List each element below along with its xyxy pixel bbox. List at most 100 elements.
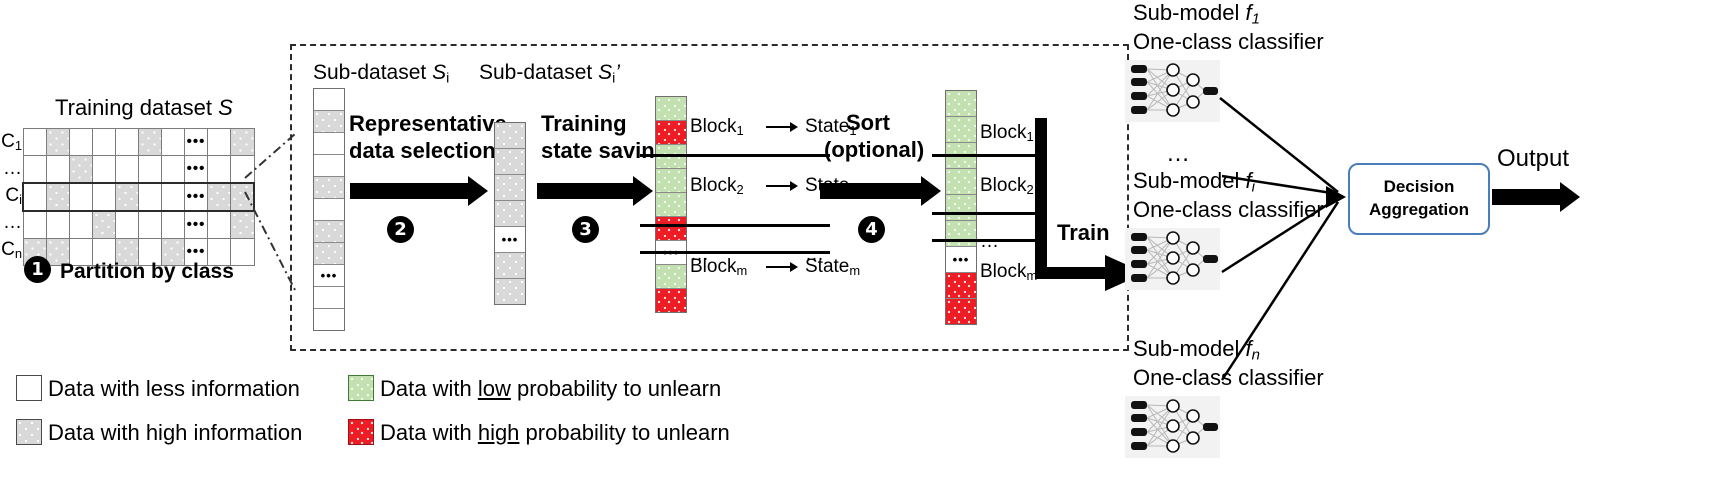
- dataset-grid-cell: [207, 155, 231, 184]
- vector-cell-green: [656, 145, 686, 169]
- vector-cell-grey: [495, 149, 525, 175]
- dataset-grid-row-label: Cn: [0, 239, 22, 261]
- vector-cell-green: [656, 169, 686, 193]
- submodel-title: Sub-model f1: [1133, 2, 1260, 28]
- dataset-grid-cell: [230, 238, 255, 266]
- sorted-block-label: Block1: [980, 123, 1034, 144]
- train-label: Train: [1057, 220, 1110, 245]
- sorted-block-label-subscript: m: [1026, 268, 1038, 284]
- step-3-badge: 3: [572, 216, 599, 243]
- dataset-grid-cell: [138, 238, 162, 266]
- dataset-grid-cell: [207, 128, 231, 156]
- dataset-grid-cell: [92, 182, 116, 212]
- dataset-grid-cell: [115, 182, 139, 212]
- step-3-arrow: [537, 176, 657, 206]
- step-4-label-line1: Sort: [846, 110, 890, 135]
- dataset-grid-cell: [161, 238, 185, 266]
- dataset-grid-cell: [46, 238, 70, 266]
- vector-cell-red: [656, 217, 686, 241]
- legend-label-text: Data with high information: [48, 420, 303, 445]
- legend-label: Data with less information: [48, 376, 300, 402]
- sorted-block-label-text: Block: [980, 175, 1027, 196]
- vector-cell-white: [314, 133, 344, 155]
- training-dataset-title-text: Training dataset: [55, 95, 219, 120]
- dataset-grid-cell: [230, 155, 255, 184]
- step-2-arrow: [350, 176, 490, 206]
- vector-sorted-blocks: •••: [945, 90, 977, 325]
- dataset-grid-row-label-text: …: [3, 212, 22, 233]
- sub-dataset-siprime-text: Sub-dataset: [479, 61, 599, 84]
- sub-dataset-si-symbol: S: [432, 61, 447, 84]
- neural-network-icon: [1125, 396, 1220, 458]
- block-to-state-arrow: [766, 121, 800, 133]
- aggregation-input-arrows: [1219, 97, 1346, 381]
- vector-training-states: •••: [655, 96, 687, 313]
- step-3-label-line1: Training: [541, 111, 627, 136]
- decision-aggregation-line2: Aggregation: [1368, 200, 1470, 219]
- vector-cell-grey: [314, 177, 344, 199]
- submodel-subtitle: One-class classifier: [1133, 197, 1324, 222]
- step-2-badge: 2: [387, 216, 414, 243]
- block-label-subscript: 2: [736, 182, 744, 198]
- state-label-text: State: [805, 116, 850, 137]
- vector-cell-green: [946, 169, 976, 195]
- dataset-grid-row: •••: [22, 182, 255, 212]
- training-dataset-title: Training dataset S: [55, 97, 233, 119]
- submodel-subtitle: One-class classifier: [1133, 29, 1324, 54]
- legend-label-text-post: probability to unlearn: [519, 420, 730, 445]
- vector-cell-grey: [314, 111, 344, 133]
- block-label: Block1: [690, 117, 744, 138]
- output-label: Output: [1497, 145, 1570, 172]
- legend-label-text-post: probability to unlearn: [510, 376, 722, 401]
- submodel-subtitle: One-class classifier: [1133, 365, 1324, 390]
- vector-cell-grey: [495, 175, 525, 201]
- dataset-grid-cell: [207, 238, 231, 266]
- block-label-text: …: [690, 244, 709, 265]
- sorted-block-label-subscript: 2: [1026, 182, 1034, 198]
- legend-label-text: Data with: [380, 420, 478, 445]
- vector-cell-green: [656, 97, 686, 121]
- step-1-label: Partition by class: [60, 260, 234, 283]
- dataset-grid-cell: [69, 182, 93, 212]
- submodel-subscript: i: [1251, 178, 1255, 196]
- block-label-subscript: m: [736, 263, 748, 279]
- dataset-grid-row-label-text: C: [5, 185, 20, 206]
- block-separator-1: [640, 154, 830, 157]
- vector-cell-dots: •••: [495, 227, 525, 253]
- vector-cell-green: [946, 195, 976, 221]
- sub-dataset-si-subscript: i: [446, 70, 450, 87]
- sorted-block-label-text: Block: [980, 261, 1027, 282]
- submodel-symbol: f: [1245, 0, 1252, 25]
- sub-dataset-siprime-label: Sub-dataset Si’: [479, 62, 620, 86]
- dataset-grid: •••••••••••••••: [22, 128, 255, 266]
- step-1-badge: 1: [24, 256, 51, 283]
- block-separator-3: [640, 251, 830, 254]
- dataset-grid-row-label: C1: [0, 131, 22, 153]
- dataset-grid-cell: [230, 182, 255, 212]
- dataset-grid-cell: [46, 155, 70, 184]
- vector-cell-white: [314, 199, 344, 221]
- block-label-text: Block: [690, 116, 737, 137]
- dataset-grid-cell: [22, 155, 47, 184]
- dataset-grid-row: •••: [22, 128, 255, 156]
- vector-cell-red: [656, 289, 686, 312]
- dataset-grid-cell: [161, 155, 185, 184]
- dataset-grid-cell: [69, 210, 93, 239]
- dataset-grid-cell: [115, 155, 139, 184]
- vector-cell-grey: [495, 279, 525, 304]
- sorted-block-label: …: [980, 232, 999, 251]
- vector-cell-green: [946, 117, 976, 143]
- dataset-grid-row-label-text: C: [1, 131, 15, 152]
- decision-aggregation-line1: Decision: [1383, 177, 1455, 197]
- decision-aggregation-box[interactable]: Decision Aggregation: [1348, 163, 1490, 235]
- neural-network-icon: [1125, 60, 1220, 122]
- dataset-grid-row-label: Ci: [0, 185, 22, 207]
- legend-label-text: Data with: [380, 376, 478, 401]
- state-label: Statem: [805, 257, 860, 278]
- dataset-grid-cell: [69, 128, 93, 156]
- legend-swatch-grey: [16, 419, 42, 445]
- state-label-subscript: m: [849, 263, 861, 279]
- dataset-grid-cell: [115, 210, 139, 239]
- dataset-grid-row: •••: [22, 155, 255, 184]
- submodel-title: Sub-model fn: [1133, 338, 1260, 364]
